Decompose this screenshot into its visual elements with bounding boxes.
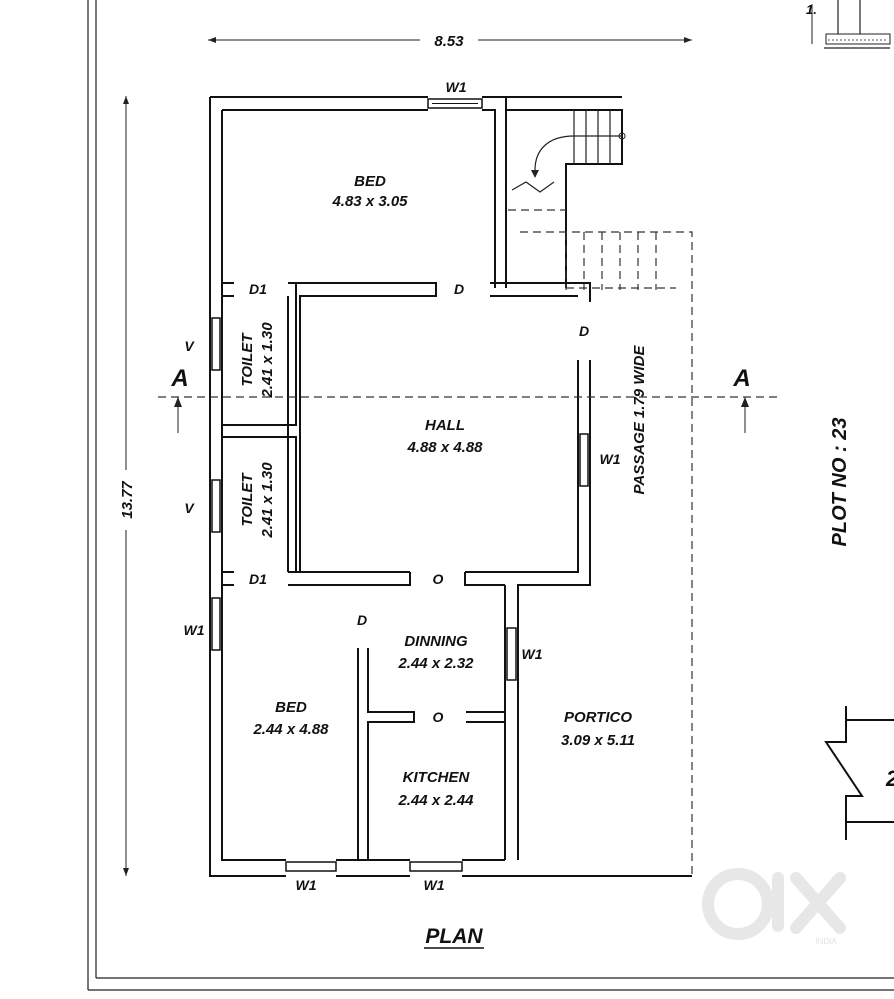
sheet-border [87,0,894,991]
walls [209,96,692,877]
height-dimension: 13.77 [119,96,136,876]
kitchen-size: 2.44 x 2.44 [397,792,474,809]
top-right-dim-label: 1. [806,2,817,17]
w1-label-bottom-right: W1 [424,877,445,893]
toilet-2-size: 2.41 x 1.30 [259,462,276,539]
w1-label-bottom-left: W1 [296,877,317,893]
plot-number: PLOT NO : 23 [829,418,851,547]
v-label-top: V [184,338,195,354]
toilet-1-name: TOILET [239,332,256,387]
d1-label-bottom: D1 [249,571,267,587]
dinning-size: 2.44 x 2.32 [397,655,474,672]
w1-label-bed: W1 [184,622,205,638]
kitchen-name: KITCHEN [403,769,471,786]
d-label-bed: D [454,281,464,297]
plan-title: PLAN [425,925,483,948]
staircase [506,109,693,876]
o-label-hall: O [433,571,444,587]
w1-label-dinning: W1 [522,646,543,662]
toilet-2-name: TOILET [239,472,256,527]
d1-label-top: D1 [249,281,267,297]
top-right-detail: 1. [806,0,891,49]
right-partial-label: 2 [885,766,894,791]
opening-labels: W1 W1 W1 W1 W1 W1 D1 D1 D D D O O V V [184,79,621,893]
room-labels: BED 4.83 x 3.05 TOILET 2.41 x 1.30 TOILE… [239,173,635,809]
bed-bottom-size: 2.44 x 4.88 [252,721,329,738]
portico-size: 3.09 x 5.11 [561,732,635,749]
hall-name: HALL [425,417,465,434]
o-label-kitchen: O [433,709,444,725]
d-label-passage: D [579,323,589,339]
bed-top-size: 4.83 x 3.05 [331,193,408,210]
toilet-1-size: 2.41 x 1.30 [259,322,276,399]
portico-name: PORTICO [564,709,632,726]
v-label-bottom: V [184,500,195,516]
section-label-left: A [170,365,188,392]
width-dim-label: 8.53 [434,33,464,50]
windows [211,98,589,872]
bed-bottom-name: BED [275,699,307,716]
passage-label: PASSAGE 1.79 WIDE [631,345,648,495]
bed-top-name: BED [354,173,386,190]
w1-label-hall: W1 [600,451,621,467]
height-dim-label: 13.77 [119,481,136,519]
d-label-bed-bottom: D [357,612,367,628]
dinning-name: DINNING [404,633,468,650]
hall-size: 4.88 x 4.88 [406,439,483,456]
section-label-right: A [732,365,750,392]
olx-watermark-logo: INDIA [702,868,846,946]
w1-label-top: W1 [446,79,467,95]
section-line: A A [158,365,780,433]
right-partial-detail: 2 [824,706,894,840]
width-dimension: 8.53 [208,33,692,50]
watermark-sub: INDIA [815,937,837,946]
